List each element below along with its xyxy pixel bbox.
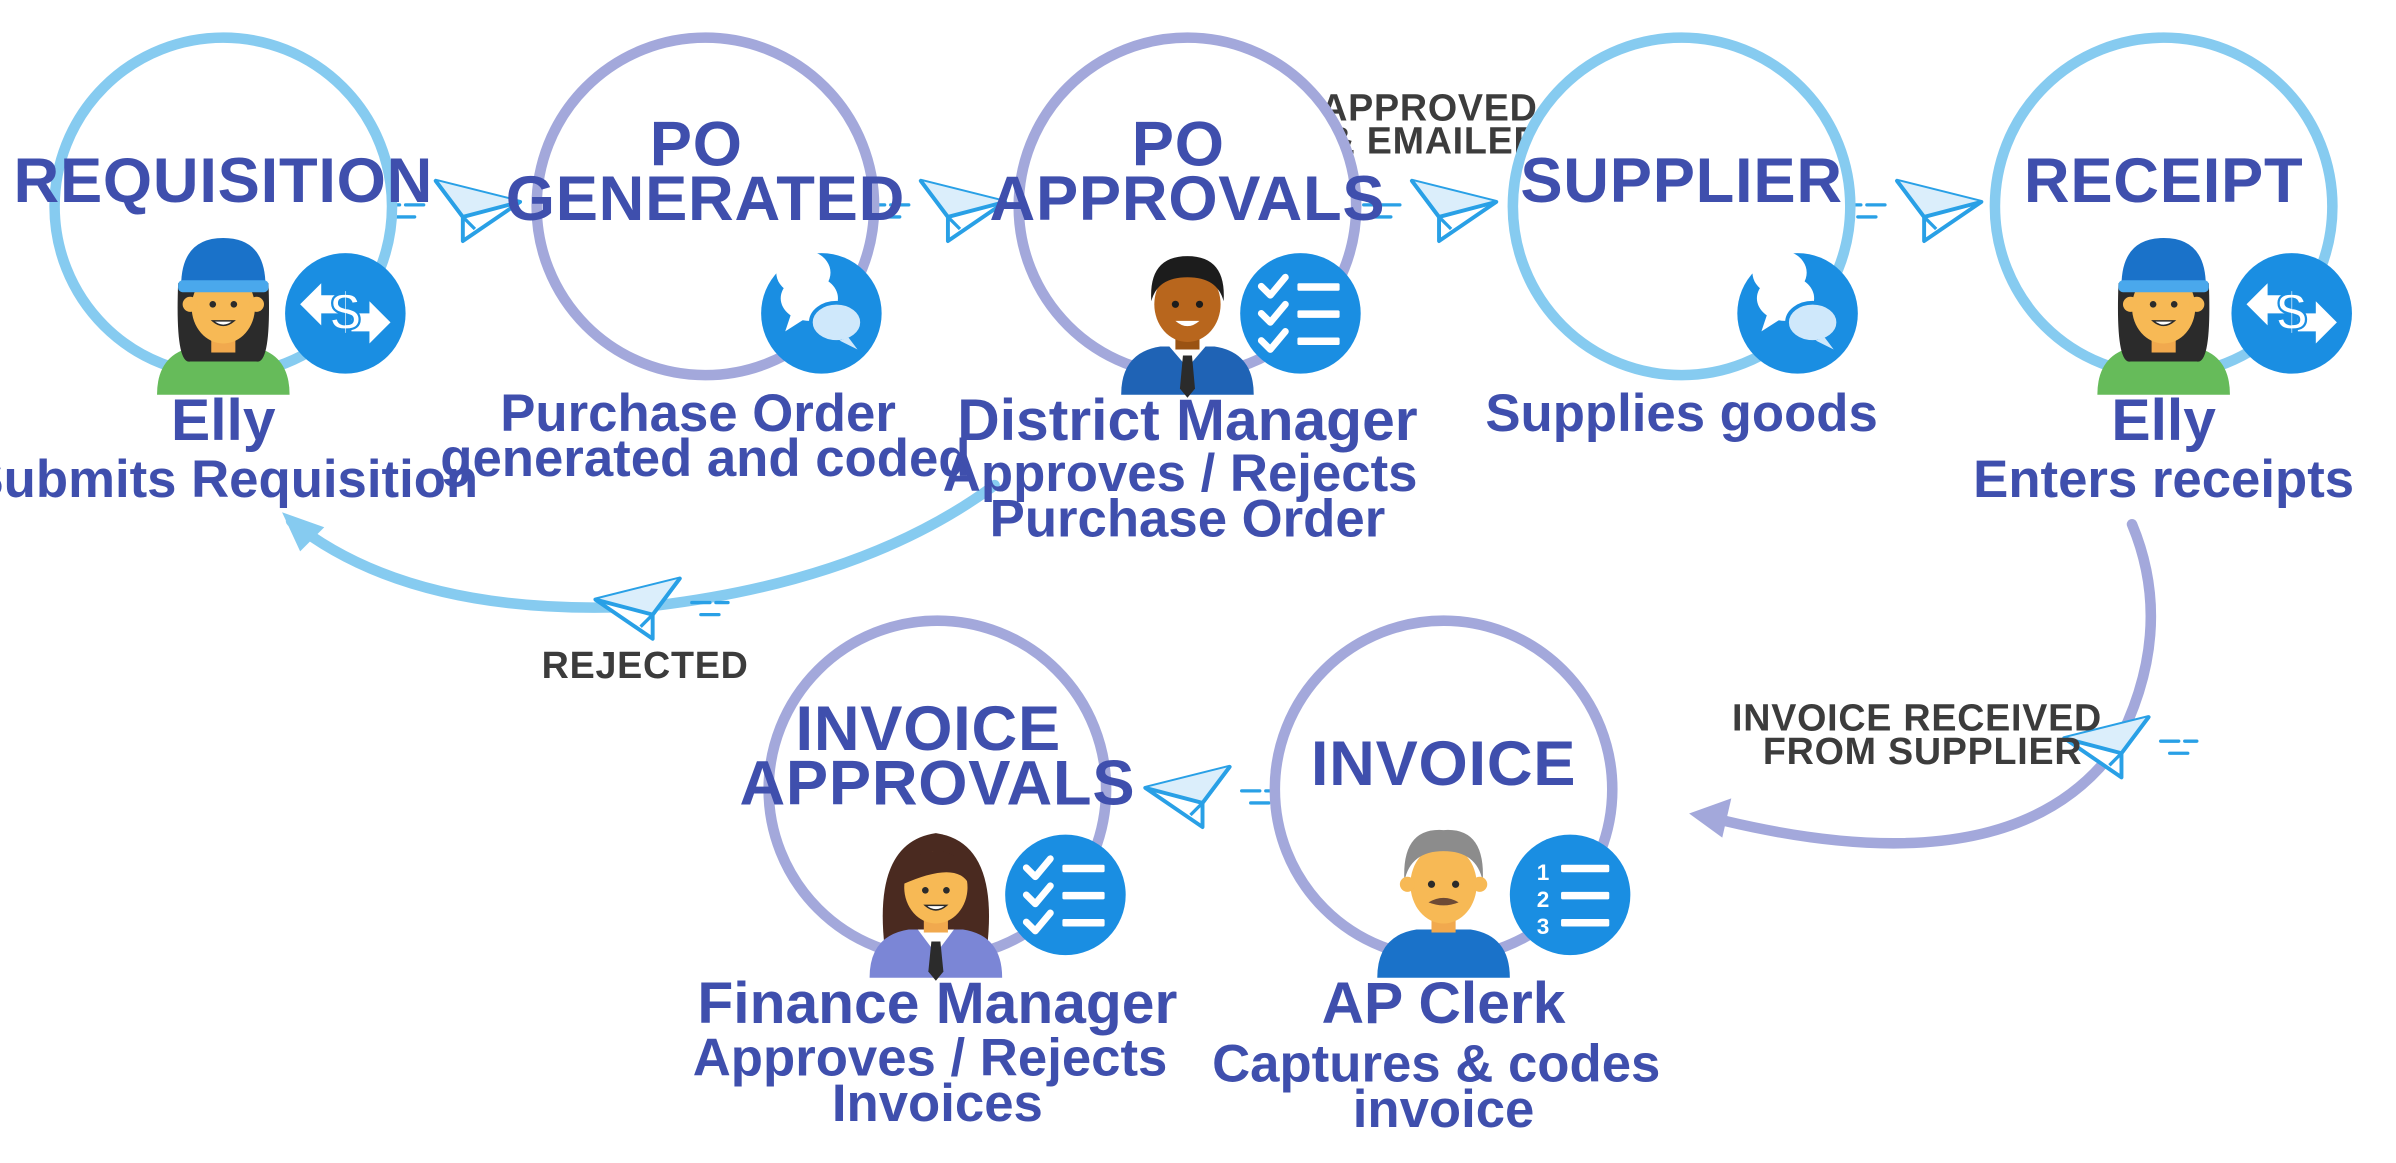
paper-plane-icon bbox=[1143, 764, 1280, 830]
node-title: PO GENERATED bbox=[506, 110, 905, 234]
node-description: Approves / Rejects Purchase Order bbox=[943, 444, 1432, 548]
actor-name: Finance Manager bbox=[697, 971, 1177, 1036]
node-description: Approves / Rejects Invoices bbox=[693, 1029, 1182, 1133]
node-supplier: SUPPLIER Supplies goods bbox=[1485, 32, 1878, 443]
node-description: Enters receipts bbox=[1973, 450, 2354, 509]
paper-plane-icon bbox=[1846, 178, 1984, 243]
node-description: Submits Requisition bbox=[0, 450, 478, 509]
node-title: SUPPLIER bbox=[1520, 146, 1842, 216]
node-receipt: RECEIPT Elly Enters receipts bbox=[1973, 32, 2354, 509]
node-description: Captures & codes invoice bbox=[1212, 1035, 1675, 1139]
edge-label-rejected: REJECTED bbox=[542, 644, 749, 686]
node-po-generated: PO GENERATED Purchase Order generated an… bbox=[440, 32, 970, 488]
node-description: Purchase Order generated and coded bbox=[440, 384, 970, 488]
node-invoice-approvals: INVOICE APPROVALS Finance Manager Approv… bbox=[693, 615, 1182, 1133]
actor-name: Elly bbox=[171, 388, 276, 453]
actor-name: AP Clerk bbox=[1322, 971, 1566, 1036]
node-title: INVOICE bbox=[1311, 729, 1576, 799]
node-title: INVOICE APPROVALS bbox=[739, 694, 1135, 818]
edge-label-invoice-received: INVOICE RECEIVED FROM SUPPLIER bbox=[1732, 697, 2113, 772]
node-title: REQUISITION bbox=[14, 146, 434, 216]
node-description: Supplies goods bbox=[1485, 384, 1877, 443]
node-title: PO APPROVALS bbox=[990, 110, 1386, 234]
node-invoice: INVOICE AP Clerk Captures & codes invoic… bbox=[1212, 615, 1675, 1139]
node-po-approvals: PO APPROVALS District Manager Approves /… bbox=[943, 32, 1432, 548]
node-requisition: REQUISITION Elly Submits Requisition bbox=[0, 32, 478, 509]
invoice-received-arrow bbox=[1719, 518, 2157, 849]
rejected-arrowhead bbox=[282, 512, 325, 552]
actor-name: Elly bbox=[2111, 388, 2216, 453]
actor-name: District Manager bbox=[957, 388, 1417, 453]
invoice-received-arrowhead bbox=[1689, 798, 1732, 838]
node-title: RECEIPT bbox=[2024, 146, 2303, 216]
edge-label-approved: APPROVED & EMAILED bbox=[1320, 87, 1549, 162]
